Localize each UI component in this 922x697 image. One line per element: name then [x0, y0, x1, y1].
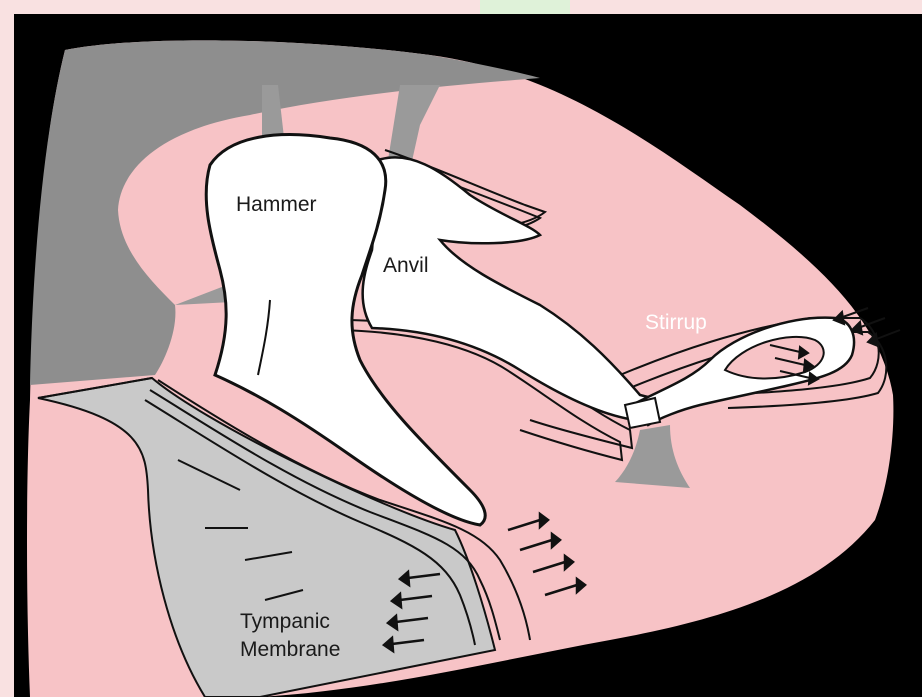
tympanic-label: Tympanic [240, 610, 330, 633]
stirrup-label: Stirrup [645, 311, 707, 334]
anvil-label: Anvil [383, 254, 429, 277]
hammer-label: Hammer [236, 193, 317, 216]
membrane-label: Membrane [240, 638, 340, 661]
